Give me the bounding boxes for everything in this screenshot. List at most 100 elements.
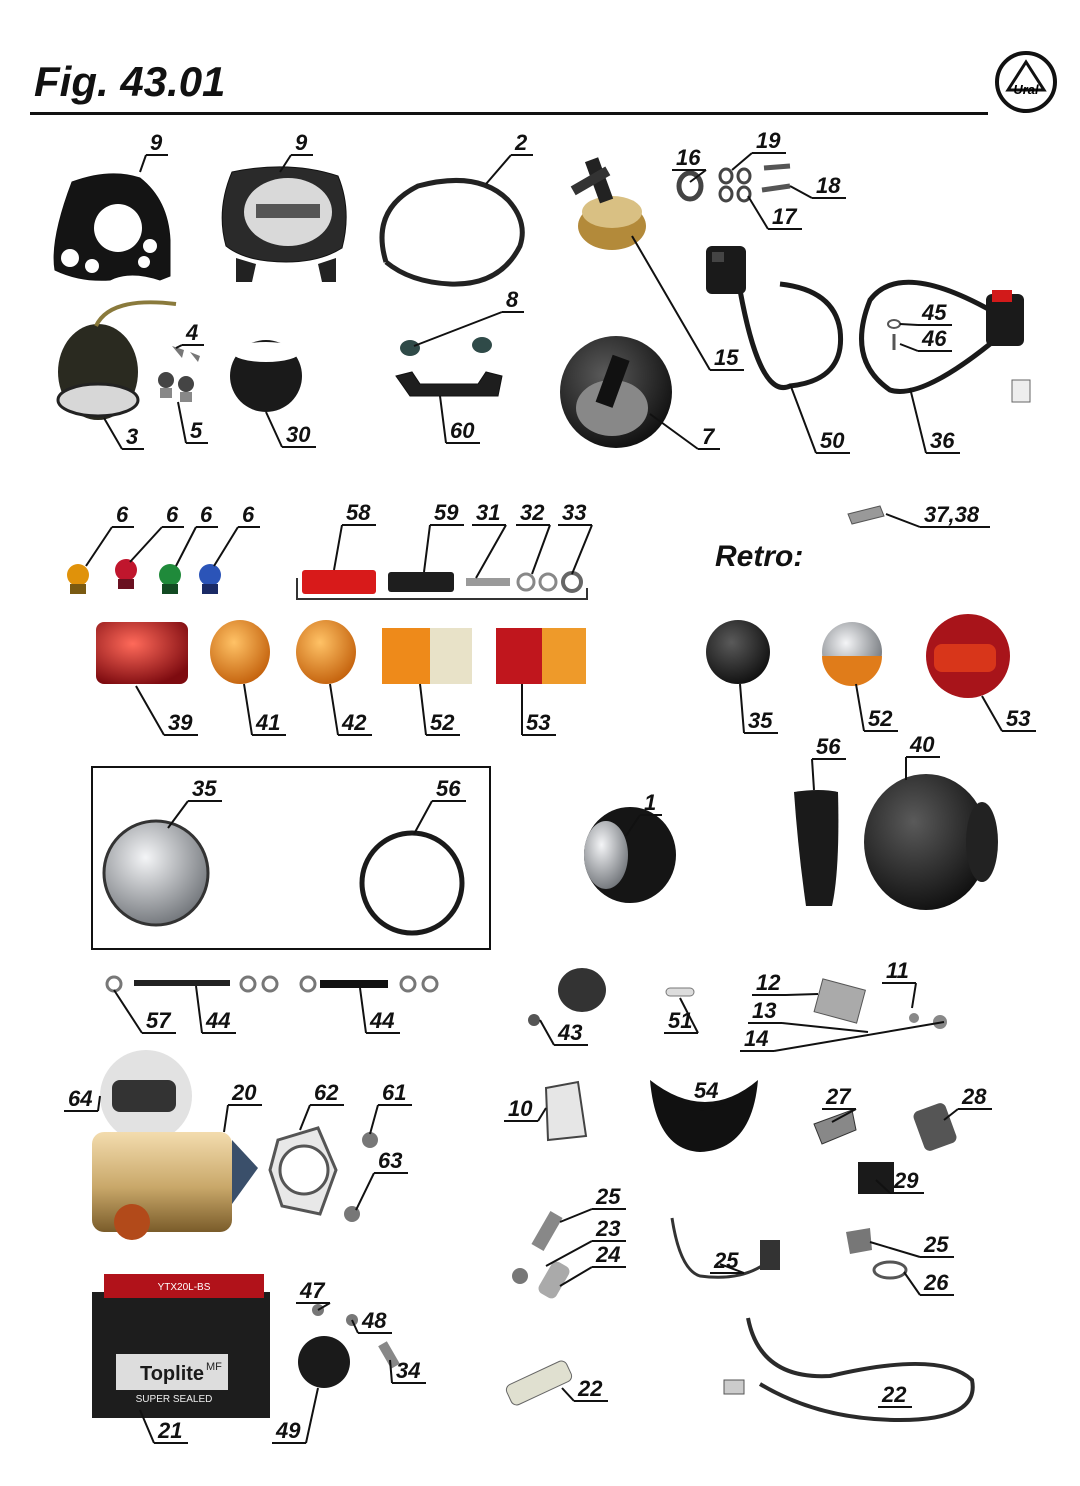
part-number-61: 61 <box>382 1080 406 1105</box>
leader-line <box>899 323 952 326</box>
sensor-wire-25-part <box>670 1217 771 1279</box>
battery-21-part: Toplite YTX20L-BS MF SUPER SEALED <box>92 1274 270 1418</box>
leader-line <box>811 758 846 791</box>
turn-signal-41-part <box>210 620 270 684</box>
part-number-5: 5 <box>190 418 203 443</box>
part-number-39: 39 <box>168 710 193 735</box>
rubber-ring-part <box>230 340 302 412</box>
title-rule <box>30 112 988 115</box>
indicator-lamp-blue <box>199 564 221 594</box>
part-number-6: 6 <box>242 502 255 527</box>
retro-rim-56-part <box>794 790 839 906</box>
part-number-18: 18 <box>816 173 841 198</box>
part-number-40: 40 <box>909 732 935 757</box>
part-number-16: 16 <box>676 145 701 170</box>
leader-line <box>558 524 593 575</box>
leader-line <box>710 1263 745 1274</box>
boxed-group-frame <box>91 766 491 950</box>
part-number-44: 44 <box>369 1008 394 1033</box>
leader-line <box>64 1095 101 1112</box>
leader-line <box>690 1102 725 1111</box>
wire-22-part <box>723 1317 975 1423</box>
leader-line <box>85 526 134 567</box>
ural-logo-icon: Ural <box>995 51 1057 113</box>
leader-line <box>516 524 551 575</box>
battery-model-label: YTX20L-BS <box>158 1282 211 1293</box>
part-number-3: 3 <box>126 424 138 449</box>
leader-line <box>672 169 707 183</box>
rear-lamp-53-part <box>496 628 586 684</box>
bulb-holder-part <box>158 346 200 402</box>
headlamp-shell-40-part <box>864 774 998 910</box>
figure-title: Fig. 43.01 <box>34 58 226 105</box>
leader-line <box>175 526 218 567</box>
battery-sealed-label: SUPER SEALED <box>136 1394 213 1405</box>
part-number-36: 36 <box>930 428 955 453</box>
fuse-51-part <box>665 987 695 997</box>
logo-text: Ural <box>1013 82 1039 97</box>
part-number-10: 10 <box>508 1096 533 1121</box>
relay-29-part <box>858 1162 894 1194</box>
leader-line <box>559 1266 626 1287</box>
indicator-lamp-green <box>159 564 181 594</box>
part-number-9: 9 <box>150 130 163 155</box>
part-number-47: 47 <box>299 1278 326 1303</box>
leader-line <box>899 343 952 352</box>
part-number-15: 15 <box>714 345 739 370</box>
part-number-7: 7 <box>702 424 716 449</box>
kit-bracket-line <box>296 598 588 600</box>
switch-25-right-part <box>846 1228 872 1254</box>
part-number-22: 22 <box>881 1382 907 1407</box>
part-number-50: 50 <box>820 428 845 453</box>
part-number-29: 29 <box>893 1168 919 1193</box>
headlamp-insert-35-part <box>102 819 210 927</box>
leader-line <box>272 1387 319 1444</box>
leader-line <box>419 683 460 736</box>
leader-line <box>943 1108 992 1121</box>
bracket-10-part <box>544 1080 588 1142</box>
leader-line <box>649 413 720 450</box>
part-number-33: 33 <box>562 500 586 525</box>
horn-cap-43-part <box>528 968 606 1026</box>
leader-line <box>747 195 802 230</box>
part-number-42: 42 <box>341 710 367 735</box>
kit-bracket-right <box>586 588 588 600</box>
part-number-30: 30 <box>286 422 311 447</box>
coil-28-part <box>913 1103 957 1151</box>
turn-signal-42-part <box>296 620 356 684</box>
speedometer-part <box>56 300 177 420</box>
part-number-44: 44 <box>205 1008 230 1033</box>
part-number-49: 49 <box>275 1418 301 1443</box>
part-number-20: 20 <box>231 1080 257 1105</box>
leader-line <box>752 993 819 996</box>
nut-61-part <box>362 1132 378 1148</box>
leader-line <box>539 1019 588 1046</box>
leader-line <box>423 524 464 573</box>
part-number-12: 12 <box>756 970 781 995</box>
leader-line <box>875 1179 924 1194</box>
leader-line <box>885 513 990 528</box>
retro-lamp-53-part <box>926 614 1010 698</box>
part-number-32: 32 <box>520 500 545 525</box>
part-number-52: 52 <box>430 710 455 735</box>
red-reflector-part <box>302 570 376 594</box>
part-number-4: 4 <box>185 320 198 345</box>
part-number-35: 35 <box>192 776 217 801</box>
switch-27-part <box>813 1109 857 1145</box>
leader-line <box>413 800 466 835</box>
leader-line <box>981 695 1036 732</box>
leader-line <box>333 524 376 571</box>
leader-line <box>625 814 662 837</box>
leader-line <box>485 154 533 185</box>
instrument-bracket-part <box>221 166 347 282</box>
battery-brand-label: Toplite <box>140 1363 204 1385</box>
gasket-62-part <box>268 1126 338 1216</box>
terminal-part <box>847 505 885 525</box>
part-number-27: 27 <box>825 1084 852 1109</box>
leader-line <box>351 1319 392 1334</box>
part-number-56: 56 <box>816 734 841 759</box>
leader-line <box>369 1104 412 1135</box>
battery-mf-label: MF <box>206 1361 222 1373</box>
